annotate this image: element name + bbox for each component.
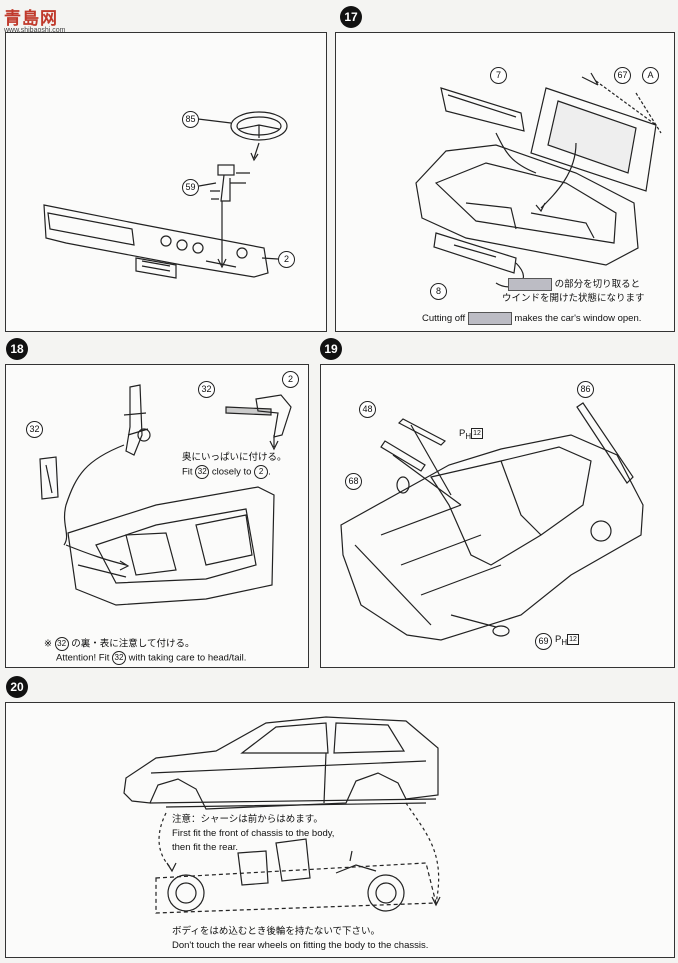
cut-note-en-pre: Cutting off: [422, 313, 466, 325]
step-19-number: 19: [320, 338, 342, 360]
part-2-label: 2: [278, 251, 295, 268]
part-48-label: 48: [359, 401, 376, 418]
step-20-number: 20: [6, 676, 28, 698]
watermark-domain: www.shibaoshi.com: [4, 27, 66, 34]
step-17-panel: 7 67 A 8 の部分を切り取ると ウインドを開けた状態になります Cutti…: [335, 32, 675, 332]
part-85-label: 85: [182, 111, 199, 128]
part-A-label: A: [642, 67, 659, 84]
attention-jp-prefix: ※: [44, 638, 52, 650]
step-16-panel: 85 59 2: [5, 32, 327, 332]
step-17-drawing: [415, 72, 662, 288]
paint-ref-bottom-sub: H: [561, 637, 568, 647]
part-2-label-top: 2: [282, 371, 299, 388]
chassis-note-en-2: then fit the rear.: [172, 842, 239, 853]
attention-jp-text: の裏・表に注意して付ける。: [71, 638, 195, 650]
attention-jp-ref: 32: [54, 637, 69, 651]
fit-note-en-end: .: [268, 466, 271, 478]
part-86-label: 86: [577, 381, 594, 398]
step-18-panel: 32 2 32 奥にいっぱいに付ける。 Fit 32 closely to 2.…: [5, 364, 309, 668]
fit-note-en-mid: closely to: [211, 466, 252, 478]
watermark-logo: 青島网 www.shibaoshi.com: [4, 4, 65, 34]
attention-note-en: Attention! Fit 32 with taking care to he…: [56, 651, 246, 665]
cut-note-jp-2: ウインドを開けた状態になります: [502, 293, 645, 304]
part-8-label: 8: [430, 283, 447, 300]
step-17-number: 17: [340, 6, 362, 28]
step-20-panel: 注意：シャーシは前からはめます。 First fit the front of …: [5, 702, 675, 958]
attention-en-ref: 32: [111, 651, 126, 665]
step-19-drawing: [340, 402, 644, 641]
part-32-label-top: 32: [198, 381, 215, 398]
chassis-note-en-1: First fit the front of chassis to the bo…: [172, 828, 335, 839]
fit-note-en: Fit 32 closely to 2.: [182, 465, 271, 479]
cut-note-en-post: makes the car's window open.: [514, 313, 642, 325]
watermark-brand: 青島网: [4, 9, 58, 28]
part-67-label: 67: [614, 67, 631, 84]
cut-area-swatch: [508, 278, 552, 291]
part-59-label: 59: [182, 179, 199, 196]
step-20-drawing: [123, 716, 441, 914]
cut-note-jp-1: の部分を切り取ると: [554, 279, 641, 291]
attention-en-pre: Attention! Fit: [56, 652, 110, 664]
part-32-label-left: 32: [26, 421, 43, 438]
part-7-label: 7: [490, 67, 507, 84]
paint-ref-top-p: P: [459, 428, 466, 439]
attention-en-post: with taking care to head/tail.: [128, 652, 247, 664]
part-68-label: 68: [345, 473, 362, 490]
step-16-drawing: [43, 111, 288, 279]
paint-ref-bottom-p: P: [555, 634, 562, 645]
cut-area-swatch-en: [467, 312, 512, 325]
wheel-note-jp: ボディをはめ込むとき後輪を持たないで下さい。: [172, 926, 381, 937]
paint-ref-bottom-num: 12: [567, 633, 579, 645]
paint-ref-top-sub: H: [465, 431, 472, 441]
fit-note-en-pre: Fit: [182, 466, 193, 478]
step-18-drawing: [39, 384, 292, 606]
fit-note-ref-32: 32: [195, 465, 210, 479]
attention-note-jp: ※ 32 の裏・表に注意して付ける。: [44, 637, 194, 651]
step-18-number: 18: [6, 338, 28, 360]
paint-ref-top-num: 12: [471, 427, 483, 439]
cut-note-en: Cutting off makes the car's window open.: [422, 312, 641, 325]
wheel-note-en: Don't touch the rear wheels on fitting t…: [172, 940, 429, 951]
part-69-label: 69: [535, 633, 552, 650]
chassis-note-jp: 注意：シャーシは前からはめます。: [172, 814, 323, 825]
cut-note-jp: の部分を切り取ると: [508, 278, 640, 291]
fit-note-jp: 奥にいっぱいに付ける。: [182, 452, 287, 463]
fit-note-ref-2: 2: [254, 465, 269, 479]
